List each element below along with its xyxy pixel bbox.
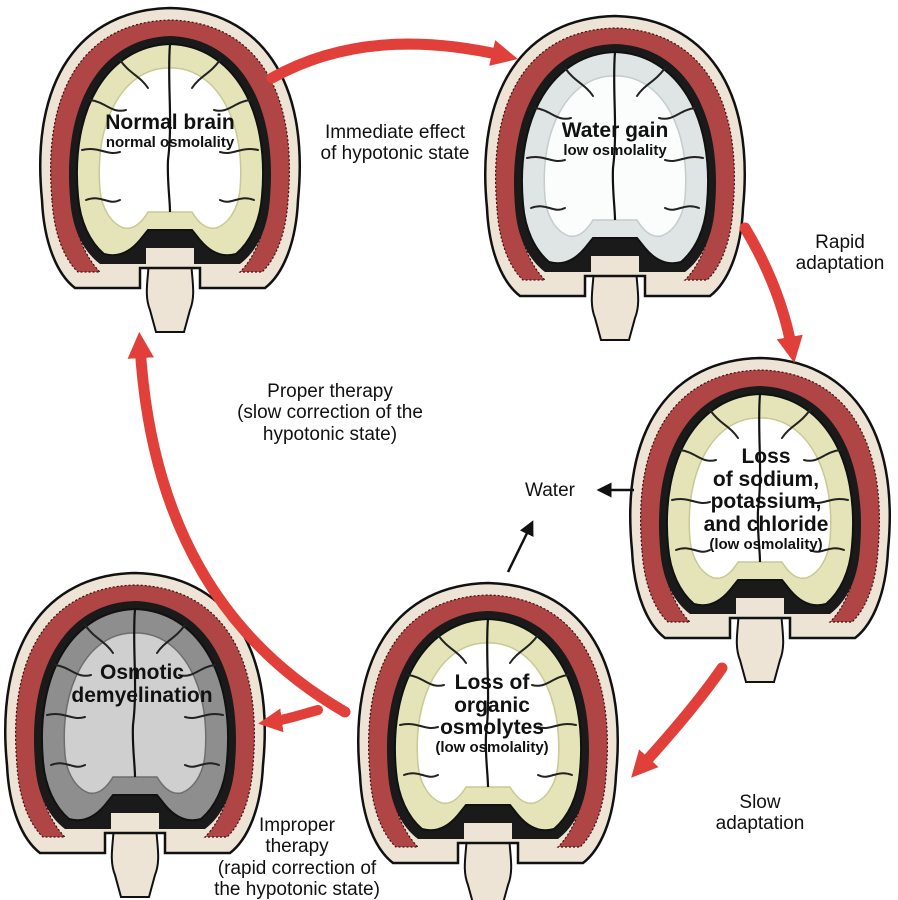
water-gain-subtitle: low osmolality <box>520 143 710 159</box>
caption-improper-line-3: (rapid correction of <box>182 858 412 879</box>
label-loss-osmolytes: Loss of organic osmolytes (low osmolalit… <box>392 672 592 756</box>
caption-slow-adaptation: Slow adaptation <box>700 792 820 835</box>
caption-improper-therapy: Improper therapy (rapid correction of th… <box>182 815 412 900</box>
loss-osmolytes-line-1: Loss of <box>392 672 592 695</box>
caption-water-text: Water <box>505 480 595 501</box>
loss-electrolytes-line-2: of sodium, <box>666 469 866 492</box>
loss-electrolytes-line-3: potassium, <box>666 491 866 514</box>
loss-electrolytes-line-4: and chloride <box>666 514 866 537</box>
caption-proper-line-3: hypotonic state) <box>200 424 460 445</box>
caption-improper-line-2: therapy <box>182 836 412 857</box>
normal-brain-subtitle: normal osmolality <box>70 135 270 151</box>
arrow-immediate <box>272 44 505 78</box>
arrow-improper-therapy <box>270 710 318 722</box>
caption-rapid-adaptation: Rapid adaptation <box>790 232 890 275</box>
caption-rapid-line-1: Rapid <box>790 232 890 253</box>
brain-water-gain <box>485 16 745 340</box>
caption-immediate-effect: Immediate effect of hypotonic state <box>290 122 500 165</box>
arrow-slow-adaptation <box>640 668 722 768</box>
loss-osmolytes-line-3: osmolytes <box>392 717 592 740</box>
water-gain-title: Water gain <box>520 120 710 143</box>
loss-osmolytes-line-2: organic <box>392 695 592 718</box>
label-osmotic-demyelination: Osmotic demyelination <box>42 662 242 707</box>
label-normal-brain: Normal brain normal osmolality <box>70 112 270 151</box>
caption-proper-therapy: Proper therapy (slow correction of the h… <box>200 381 460 445</box>
label-loss-electrolytes: Loss of sodium, potassium, and chloride … <box>666 446 866 553</box>
caption-improper-line-4: the hypotonic state) <box>182 879 412 900</box>
normal-brain-title: Normal brain <box>70 112 270 135</box>
demyelination-line-1: Osmotic <box>42 662 242 685</box>
caption-water: Water <box>505 480 595 501</box>
caption-proper-line-1: Proper therapy <box>200 381 460 402</box>
demyelination-line-2: demyelination <box>42 685 242 708</box>
caption-improper-line-1: Improper <box>182 815 412 836</box>
caption-slow-line-1: Slow <box>700 792 820 813</box>
label-water-gain: Water gain low osmolality <box>520 120 710 159</box>
caption-proper-line-2: (slow correction of the <box>200 402 460 423</box>
caption-immediate-line-2: of hypotonic state <box>290 143 500 164</box>
brain-normal <box>40 8 300 332</box>
caption-slow-line-2: adaptation <box>700 813 820 834</box>
loss-electrolytes-line-1: Loss <box>666 446 866 469</box>
caption-rapid-line-2: adaptation <box>790 253 890 274</box>
arrow-rapid-adaptation <box>745 228 792 350</box>
loss-osmolytes-subtitle: (low osmolality) <box>392 740 592 756</box>
caption-immediate-line-1: Immediate effect <box>290 122 500 143</box>
loss-electrolytes-subtitle: (low osmolality) <box>666 537 866 553</box>
water-arrows <box>508 490 634 572</box>
arrow-water-from-osmolytes <box>508 527 530 572</box>
